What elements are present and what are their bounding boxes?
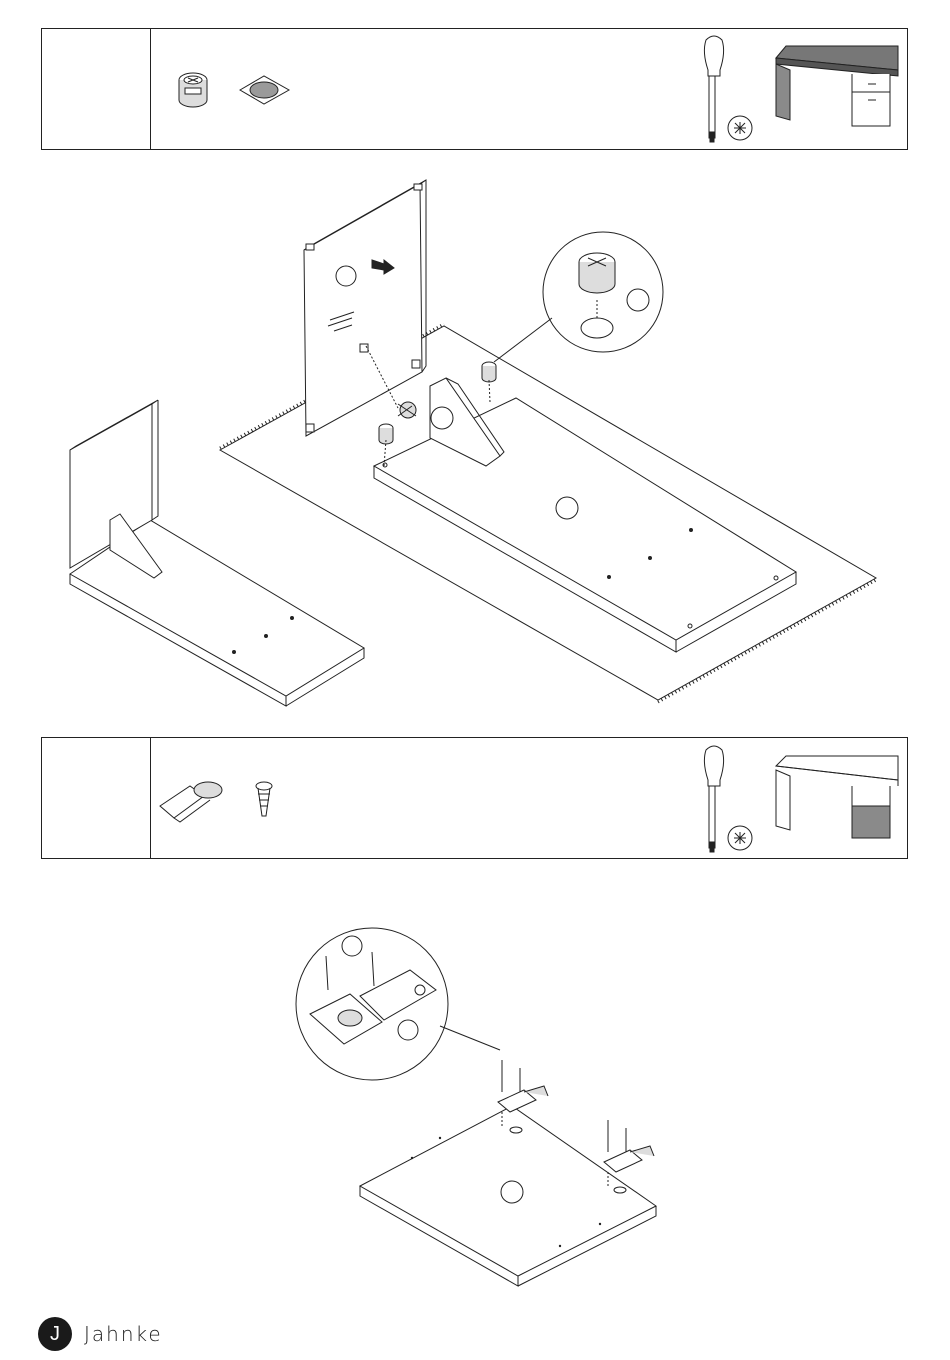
screwdriver-icon <box>704 36 723 142</box>
back-panel-upright <box>304 180 426 436</box>
door-panel <box>360 1106 656 1286</box>
cam-lock-icon <box>179 73 207 107</box>
phillips-bit-icon <box>728 826 752 850</box>
phillips-bit-icon <box>728 116 752 140</box>
logo-mark: J <box>38 1317 72 1351</box>
cam-lock-detail-callout <box>494 232 663 362</box>
logo-wordmark: Jahnke <box>84 1322 163 1346</box>
hinge-icon <box>160 782 222 822</box>
pad-icon <box>240 76 289 104</box>
screwdriver-icon <box>704 746 723 852</box>
hinge-detail-callout <box>296 928 500 1080</box>
screw-icon <box>256 782 272 816</box>
brand-logo: J Jahnke <box>38 1317 163 1351</box>
desk-thumbnail-side-panel <box>776 46 898 126</box>
desk-thumbnail-door <box>776 756 898 838</box>
left-assembly-preview <box>70 400 364 706</box>
